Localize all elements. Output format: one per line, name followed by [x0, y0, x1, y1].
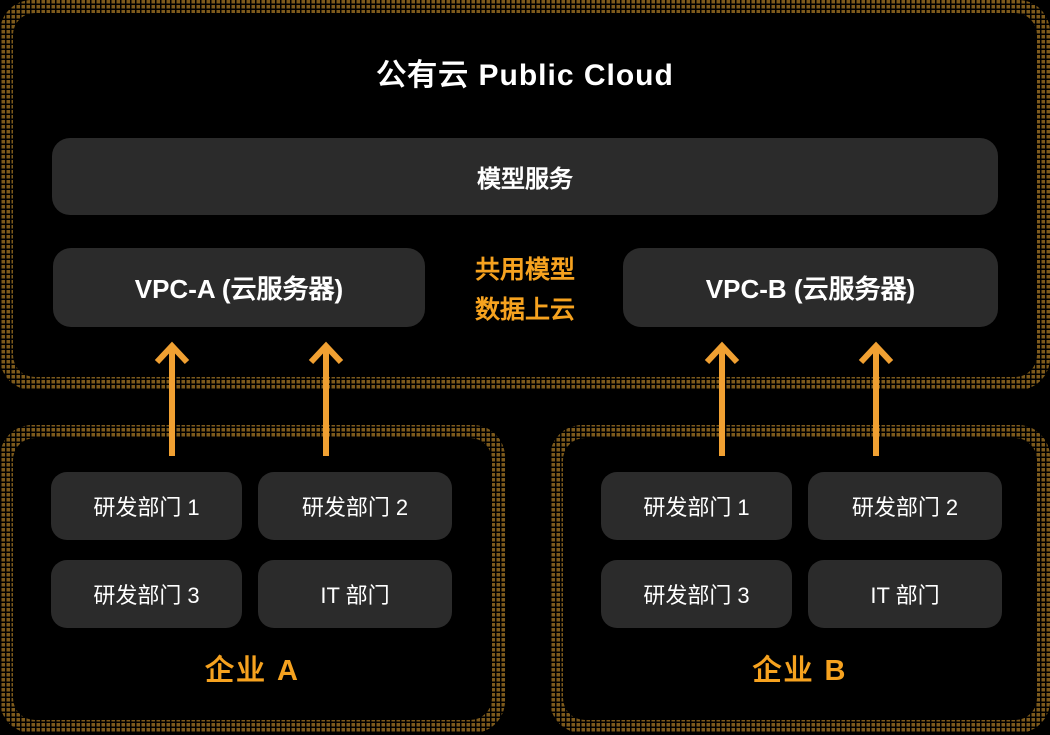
- public-cloud-title: 公有云 Public Cloud: [376, 59, 674, 92]
- annotation-line-2: 数据上云: [474, 296, 575, 324]
- dept-label: IT 部门: [870, 583, 940, 608]
- dept-label: 研发部门 1: [93, 495, 200, 520]
- dept-label: 研发部门 2: [301, 495, 409, 520]
- annotation-line-1: 共用模型: [474, 256, 575, 284]
- dept-label: 研发部门 1: [643, 495, 750, 520]
- model-service-label: 模型服务: [477, 166, 573, 193]
- enterprise-b-dept-1: 研发部门 1: [601, 472, 792, 540]
- vpc-a-label: VPC-A (云服务器): [134, 274, 344, 304]
- dept-label: 研发部门 2: [851, 495, 959, 520]
- shared-model-annotation: 共用模型 数据上云: [440, 250, 610, 330]
- enterprise-b-dept-3: 研发部门 3: [601, 560, 792, 628]
- enterprise-b-label: 企业 B: [752, 655, 848, 687]
- enterprise-b-dept-4: IT 部门: [808, 560, 1002, 628]
- vpc-b-label: VPC-B (云服务器): [705, 274, 916, 304]
- enterprise-b-container: 研发部门 1 研发部门 2 研发部门 3 IT 部门 企业 B: [550, 425, 1050, 733]
- enterprise-a-dept-1: 研发部门 1: [51, 472, 242, 540]
- enterprise-a-dept-2: 研发部门 2: [258, 472, 452, 540]
- enterprise-b-dept-2: 研发部门 2: [808, 472, 1002, 540]
- enterprise-a-dept-3: 研发部门 3: [51, 560, 242, 628]
- vpc-b-node: VPC-B (云服务器): [623, 248, 998, 327]
- dept-label: 研发部门 3: [643, 583, 750, 608]
- dept-label: 研发部门 3: [93, 583, 200, 608]
- model-service-node: 模型服务: [52, 138, 998, 215]
- dept-label: IT 部门: [320, 583, 390, 608]
- enterprise-a-label: 企业 A: [204, 655, 300, 687]
- enterprise-a-dept-4: IT 部门: [258, 560, 452, 628]
- vpc-a-node: VPC-A (云服务器): [53, 248, 425, 327]
- enterprise-a-container: 研发部门 1 研发部门 2 研发部门 3 IT 部门 企业 A: [0, 425, 505, 733]
